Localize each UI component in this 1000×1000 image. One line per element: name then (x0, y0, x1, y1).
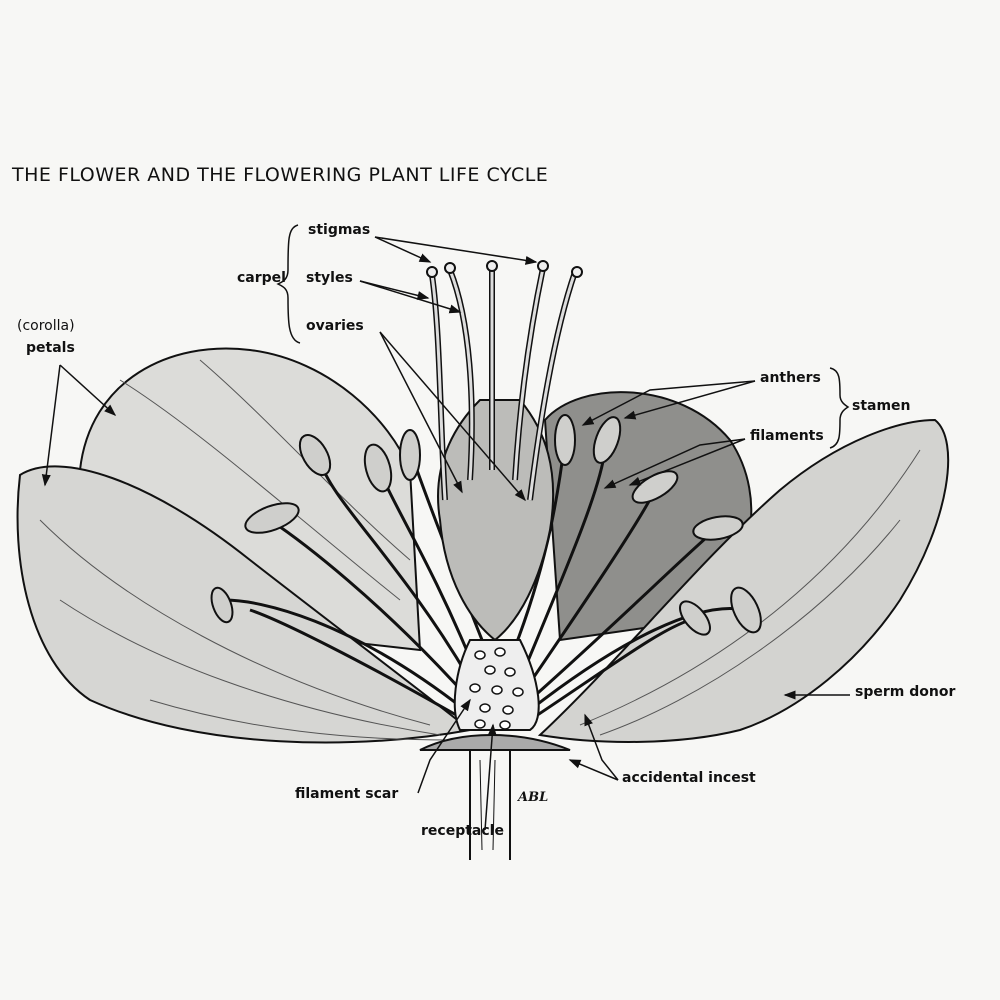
diagram-title: THE FLOWER AND THE FLOWERING PLANT LIFE … (12, 164, 549, 186)
stigmas (426, 260, 583, 278)
anthers (210, 414, 762, 636)
label-ovaries: ovaries (306, 318, 364, 334)
label-carpel: carpel (237, 270, 286, 286)
label-filaments: filaments (750, 428, 824, 444)
ovaries (437, 399, 555, 642)
carpel-bracket (276, 224, 301, 344)
stem (469, 750, 511, 860)
label-stigmas: stigmas (308, 222, 371, 238)
label-petals: petals (26, 340, 75, 356)
label-corolla: (corolla) (17, 318, 75, 334)
label-stamen: stamen (852, 398, 911, 414)
receptacle-cone (453, 639, 540, 731)
label-receptacle: receptacle (421, 823, 504, 839)
label-styles: styles (306, 270, 353, 286)
label-sperm-donor: sperm donor (855, 684, 956, 700)
label-anthers: anthers (760, 370, 821, 386)
right-front-petal (537, 418, 950, 743)
artist-signature: ABL (518, 790, 549, 805)
label-accidental-incest: accidental incest (622, 770, 756, 786)
stamen-bracket (829, 367, 850, 449)
left-front-petal (16, 465, 473, 744)
label-filament-scar: filament scar (295, 786, 399, 802)
